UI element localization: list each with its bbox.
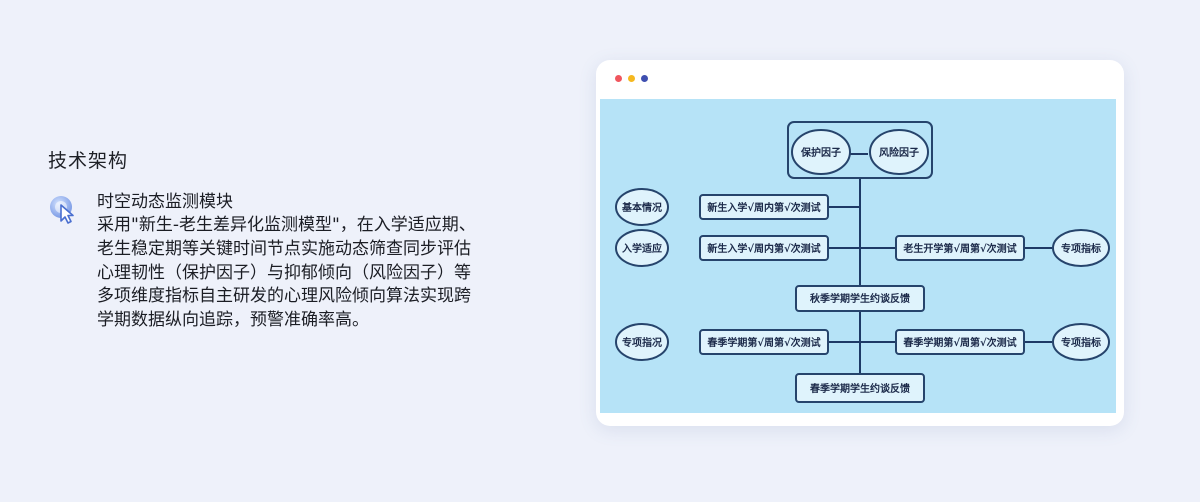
- svg-text:保护因子: 保护因子: [800, 146, 841, 159]
- senior-test-box: 老生开学第√周第√次测试: [895, 235, 1025, 261]
- basic-info-oval: 基本情况: [615, 188, 669, 226]
- svg-text:专项指标: 专项指标: [1061, 336, 1101, 349]
- browser-window: 保护因子 风险因子 基本情况 入学适应 专项指况 专项指标: [596, 60, 1124, 426]
- window-dot-red: [615, 75, 622, 82]
- svg-text:秋季学期学生约谈反馈: 秋季学期学生约谈反馈: [810, 292, 910, 305]
- window-controls: [615, 75, 648, 82]
- spring-test-box-1: 春季学期第√周第√次测试: [699, 329, 829, 355]
- cursor-click-icon: [48, 194, 80, 226]
- svg-text:新生入学√周内第√次测试: 新生入学√周内第√次测试: [707, 242, 820, 255]
- spring-test-box-2: 春季学期第√周第√次测试: [895, 329, 1025, 355]
- enrollment-adaptation-oval: 入学适应: [615, 229, 669, 267]
- svg-text:春季学期第√周第√次测试: 春季学期第√周第√次测试: [903, 336, 1016, 349]
- svg-text:入学适应: 入学适应: [622, 242, 662, 255]
- factor-group-box: [787, 121, 933, 179]
- freshman-test-box-1: 新生入学√周内第√次测试: [699, 194, 829, 220]
- svg-text:专项指况: 专项指况: [622, 336, 662, 349]
- svg-text:新生入学√周内第√次测试: 新生入学√周内第√次测试: [707, 201, 820, 214]
- freshman-test-box-2: 新生入学√周内第√次测试: [699, 235, 829, 261]
- svg-text:专项指标: 专项指标: [1061, 242, 1101, 255]
- factor-risk-node: 风险因子: [869, 129, 929, 175]
- svg-text:老生开学第√周第√次测试: 老生开学第√周第√次测试: [902, 242, 1016, 255]
- svg-text:春季学期第√周第√次测试: 春季学期第√周第√次测试: [707, 336, 820, 349]
- special-index-oval-1: 专项指标: [1052, 229, 1110, 267]
- feature-description: 采用"新生-老生差异化监测模型"，在入学适应期、老生稳定期等关键时间节点实施动态…: [97, 215, 476, 331]
- special-index-oval-2: 专项指标: [1052, 323, 1110, 361]
- svg-text:基本情况: 基本情况: [621, 201, 662, 214]
- window-dot-yellow: [628, 75, 635, 82]
- svg-text:风险因子: 风险因子: [879, 146, 919, 159]
- factor-protective-node: 保护因子: [791, 129, 851, 175]
- feature-title: 时空动态监测模块: [97, 192, 233, 212]
- diagram-background: [600, 99, 1116, 413]
- special-status-oval: 专项指况: [615, 323, 669, 361]
- spring-feedback-box: 春季学期学生约谈反馈: [795, 373, 925, 403]
- architecture-diagram: 保护因子 风险因子 基本情况 入学适应 专项指况 专项指标: [600, 99, 1116, 413]
- window-dot-blue: [641, 75, 648, 82]
- autumn-feedback-box: 秋季学期学生约谈反馈: [795, 285, 925, 312]
- svg-text:春季学期学生约谈反馈: 春季学期学生约谈反馈: [810, 382, 910, 395]
- section-title: 技术架构: [48, 150, 129, 172]
